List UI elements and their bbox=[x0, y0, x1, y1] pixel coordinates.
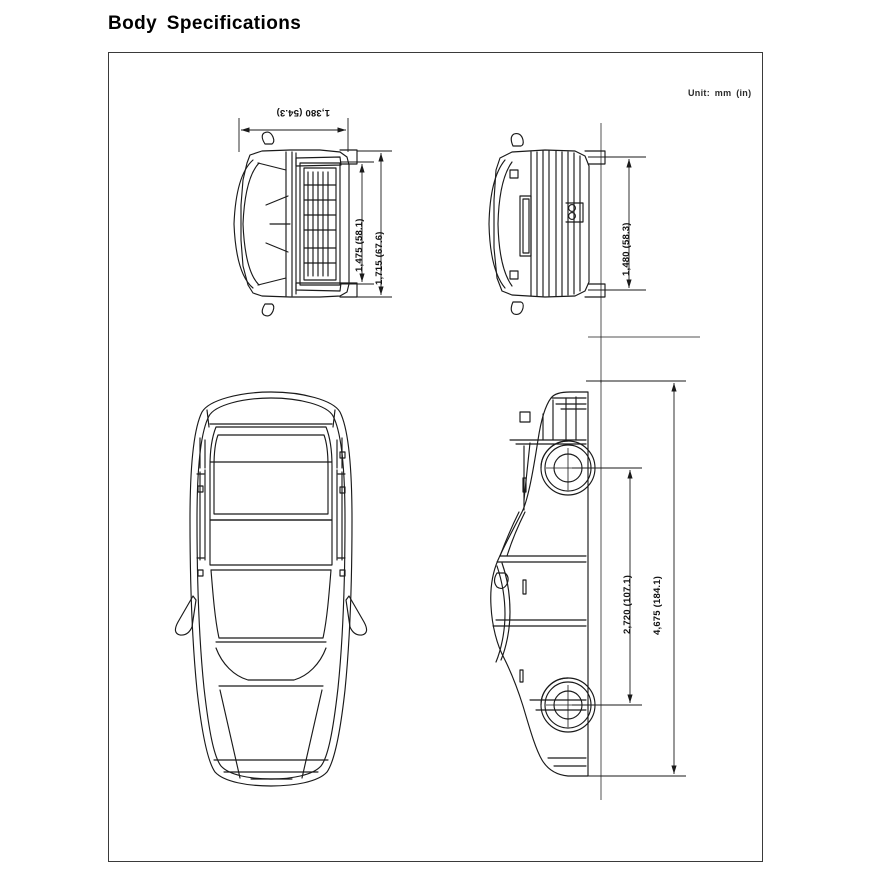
dim-label-track-width: 1,380 (54.3) bbox=[276, 107, 330, 118]
unit-note: Unit: mm (in) bbox=[688, 88, 752, 98]
dim-label-overall-length: 4,675 (184.1) bbox=[652, 575, 663, 635]
page-title: Body Specifications bbox=[108, 13, 302, 34]
drawing-frame bbox=[108, 52, 763, 862]
dim-label-overall-width: 1,715 (67.6) bbox=[374, 231, 385, 285]
dim-label-height-to-roof: 1,475 (58.1) bbox=[354, 218, 365, 272]
dim-label-wheelbase: 2,720 (107.1) bbox=[622, 574, 633, 634]
dim-label-rear-track: 1,480 (58.3) bbox=[621, 222, 632, 276]
